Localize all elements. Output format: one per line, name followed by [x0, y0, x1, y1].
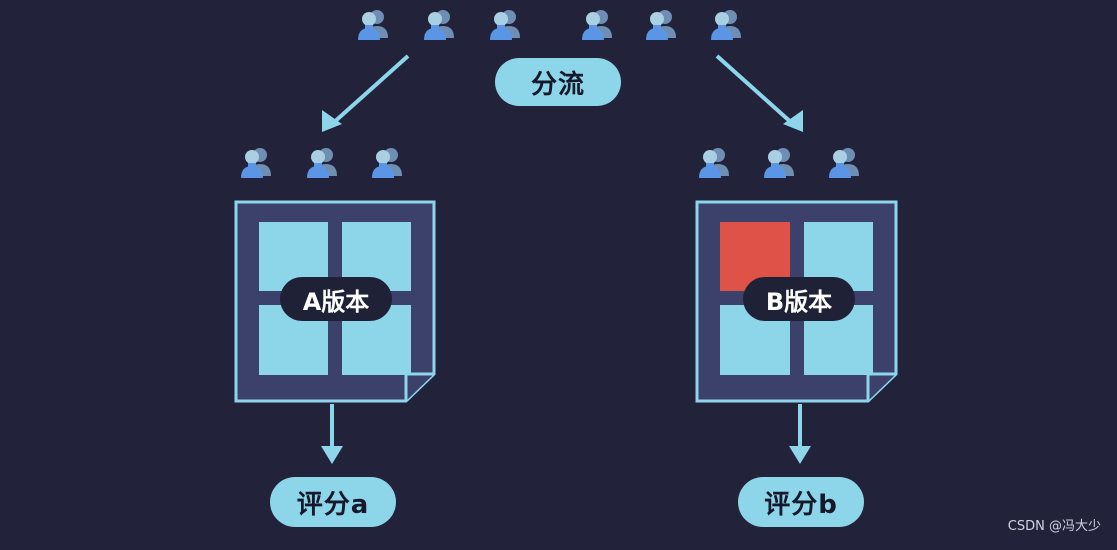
user-pair-icon	[764, 148, 794, 178]
user-pair-icon	[711, 10, 741, 40]
arrowhead-left	[322, 110, 342, 132]
group-a-users	[241, 148, 402, 178]
arrowhead-down-a	[321, 446, 343, 464]
user-pair-icon	[372, 148, 402, 178]
score-a-label: 评分a	[270, 477, 396, 527]
version-a-label: A版本	[280, 277, 392, 321]
split-label: 分流	[495, 58, 621, 106]
user-pair-icon	[358, 10, 388, 40]
top-users-group	[358, 10, 741, 40]
user-pair-icon	[646, 10, 676, 40]
version-b-label: B版本	[743, 277, 855, 321]
split-arrow-right	[715, 54, 795, 126]
split-arrow-left	[330, 54, 410, 126]
user-pair-icon	[829, 148, 859, 178]
arrowhead-right	[783, 110, 803, 132]
watermark: CSDN @冯大少	[1007, 519, 1101, 534]
arrowhead-down-b	[789, 446, 811, 464]
group-b-users	[699, 148, 859, 178]
user-pair-icon	[582, 10, 612, 40]
user-pair-icon	[424, 10, 454, 40]
user-pair-icon	[699, 148, 729, 178]
user-pair-icon	[490, 10, 520, 40]
user-pair-icon	[241, 148, 271, 178]
score-b-label: 评分b	[738, 477, 864, 527]
user-pair-icon	[307, 148, 337, 178]
